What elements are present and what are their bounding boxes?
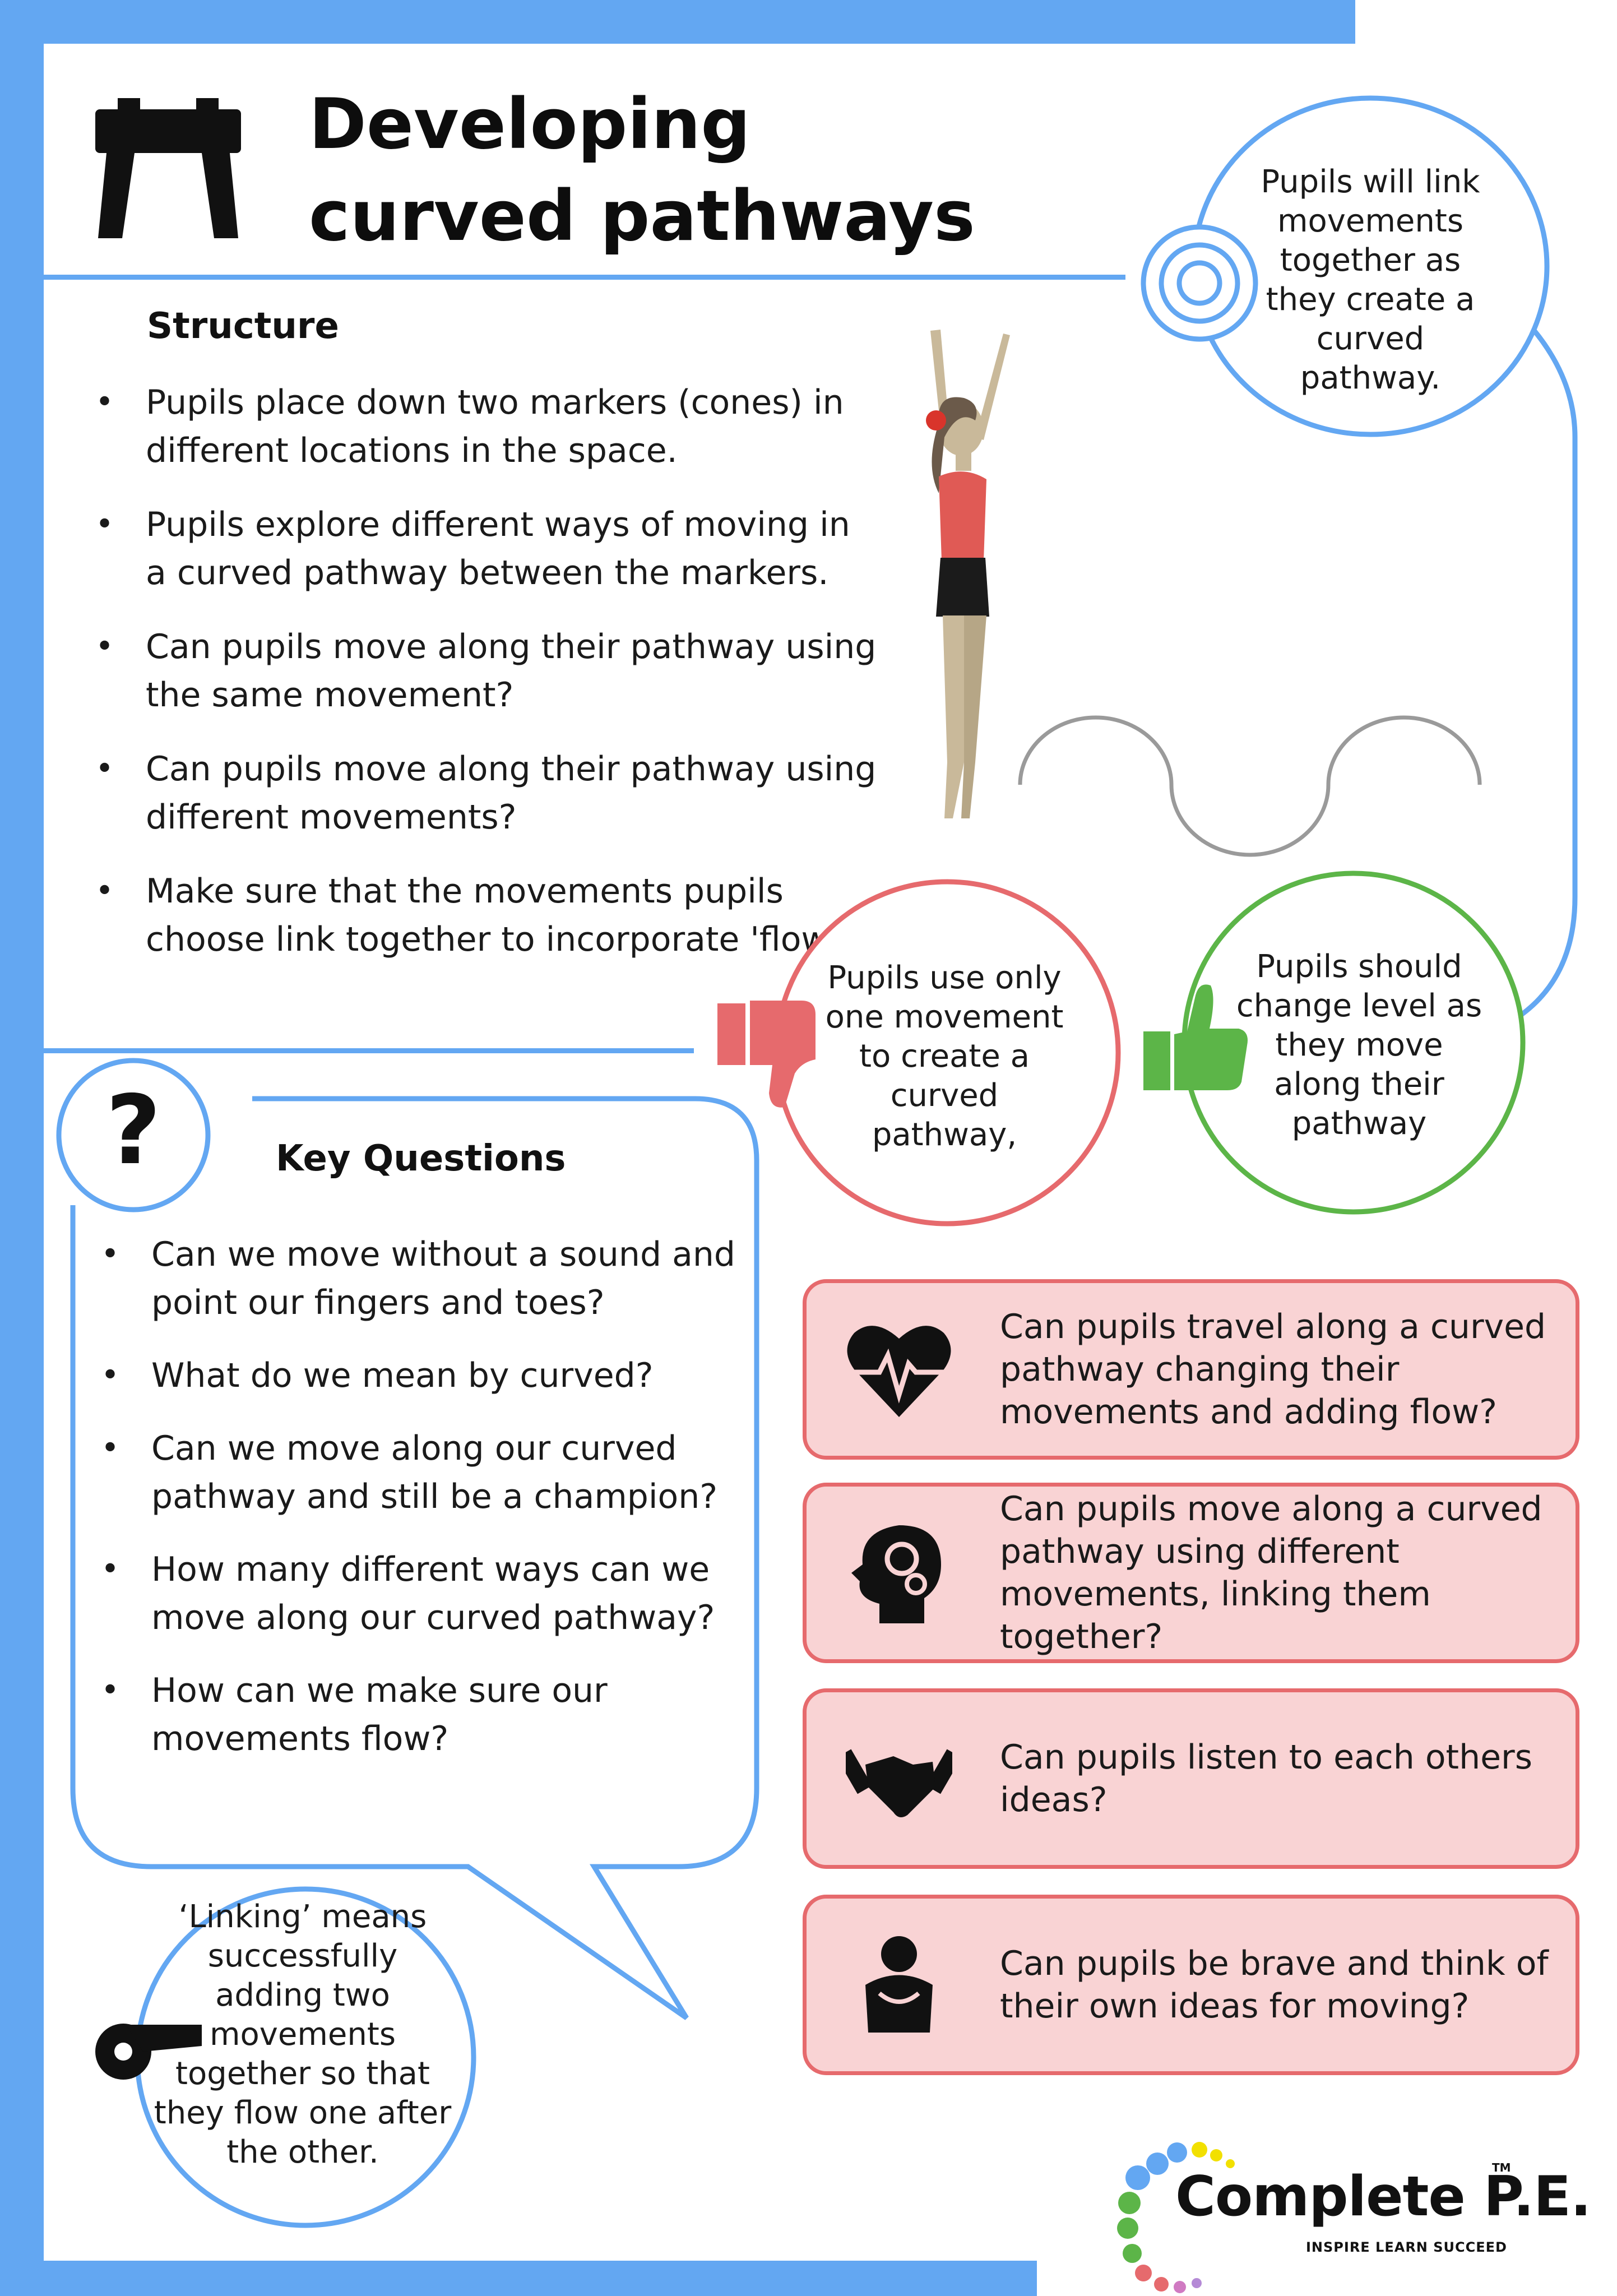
objective-connector [1505, 300, 1578, 1022]
vocabulary-text: ‘Linking’ means successfully adding two … [154, 1899, 452, 2170]
thumbs-up-icon [1143, 984, 1248, 1090]
structure-list: Pupils place down two markers (cones) in… [95, 378, 880, 989]
objective-text: Pupils will link movements together as t… [1261, 164, 1480, 396]
assessment-card: Can pupils travel along a curved pathway… [803, 1279, 1579, 1460]
structure-heading: Structure [147, 305, 339, 347]
list-item: Can pupils move along their pathway usin… [95, 745, 880, 841]
logo-trademark: TM [1492, 2161, 1511, 2174]
title-divider [44, 275, 1125, 280]
thumbs-down-icon [717, 1001, 816, 1108]
svg-text:?: ? [106, 1075, 161, 1186]
page-frame-bottom [0, 2261, 1037, 2296]
harder-text: Pupils should change level as they move … [1236, 948, 1482, 1142]
list-item: Can we move along our curved pathway and… [101, 1424, 751, 1521]
handshake-icon [846, 1749, 952, 1817]
list-item: Make sure that the movements pupils choo… [95, 867, 880, 964]
question-mark-icon: ? [56, 1058, 211, 1212]
list-item: Pupils explore different ways of moving … [95, 501, 880, 597]
card-text: Can pupils be brave and think of their o… [1000, 1944, 1549, 2026]
list-item: How can we make sure our movements flow? [101, 1667, 751, 1763]
list-item: How many different ways can we move alon… [101, 1545, 751, 1642]
curved-pathway-illustration [1018, 715, 1482, 857]
gymnastics-vault-box-icon [95, 98, 241, 238]
head-gears-icon [851, 1525, 941, 1623]
assessment-card: Can pupils move along a curved pathway u… [803, 1483, 1579, 1663]
easier-text: Pupils use only one movement to create a… [825, 960, 1064, 1153]
card-text: Can pupils move along a curved pathway u… [1000, 1489, 1542, 1656]
list-item: Can we move without a sound and point ou… [101, 1230, 751, 1327]
assessment-card: Can pupils be brave and think of their o… [803, 1895, 1579, 2075]
structure-divider [44, 1048, 694, 1053]
list-item: Pupils place down two markers (cones) in… [95, 378, 880, 475]
card-text: Can pupils listen to each others ideas? [1000, 1738, 1532, 1820]
whistle-icon [95, 2024, 202, 2080]
assessment-card: Can pupils listen to each others ideas? [803, 1688, 1579, 1869]
heart-rate-icon [847, 1326, 951, 1417]
list-item: What do we mean by curved? [101, 1351, 751, 1400]
complete-pe-logo-dots [1117, 2142, 1235, 2293]
brave-person-icon [865, 1936, 933, 2033]
key-questions-heading: Key Questions [276, 1138, 566, 1179]
card-text: Can pupils travel along a curved pathway… [1000, 1307, 1546, 1432]
page-title: Developing curved pathways [309, 84, 975, 257]
list-item: Can pupils move along their pathway usin… [95, 623, 880, 719]
target-icon [1141, 224, 1258, 342]
key-questions-list: Can we move without a sound and point ou… [101, 1230, 751, 1788]
logo-tagline: INSPIRE LEARN SUCCEED [1306, 2239, 1507, 2255]
logo-name: Complete P.E. [1175, 2165, 1591, 2229]
page-frame-left [0, 0, 44, 2296]
gymnast-illustration [926, 330, 1010, 818]
page-frame-top [0, 0, 1355, 44]
